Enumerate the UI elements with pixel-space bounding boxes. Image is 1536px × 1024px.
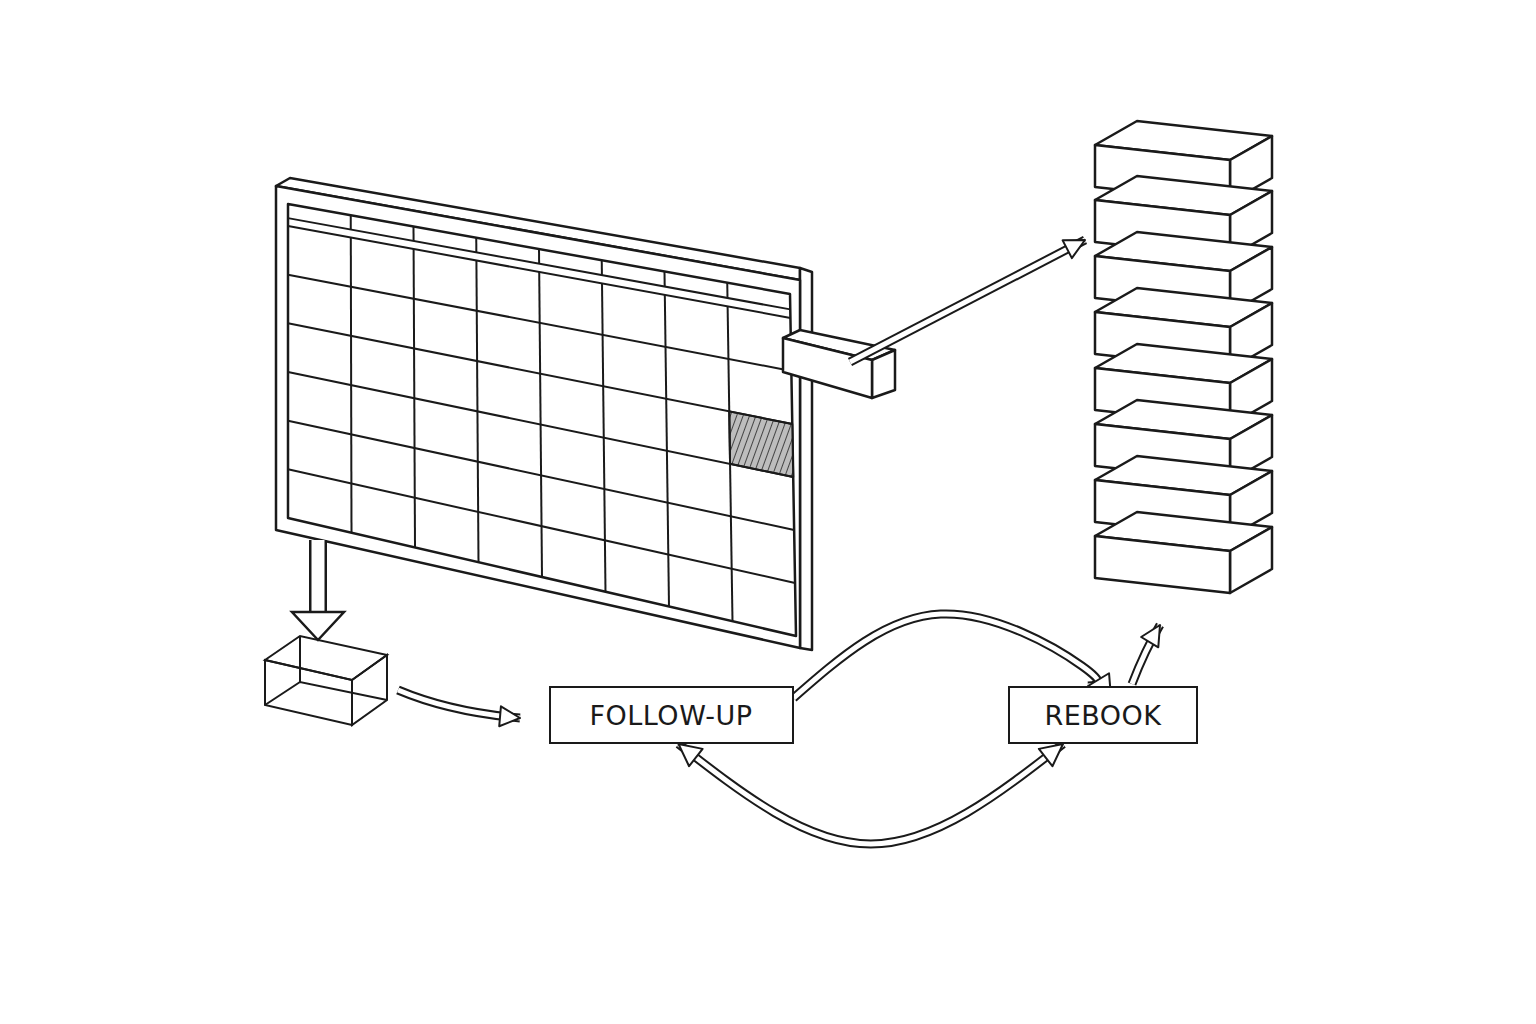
calendar-grid <box>288 215 795 621</box>
arrow-outline <box>679 744 1064 844</box>
arrow-body <box>312 540 325 612</box>
brick-front <box>1095 536 1230 593</box>
header-divider <box>601 260 603 275</box>
arrow-outline <box>1132 625 1160 684</box>
process-box: FOLLOW-UP <box>549 686 794 744</box>
box-back-lines <box>265 682 387 705</box>
arrow-outline <box>309 540 327 612</box>
flow-arrow <box>679 744 1064 844</box>
calendar-frame <box>276 186 800 648</box>
rebook-to-stack-arrow <box>1132 625 1160 684</box>
brick-stack <box>1095 121 1272 593</box>
header-divider <box>350 215 352 229</box>
calendar-board <box>276 178 812 650</box>
grid-column-line <box>728 306 733 621</box>
box-back-edge <box>299 636 301 682</box>
box-front <box>265 660 352 725</box>
header-divider <box>538 249 540 264</box>
arrow-body <box>1132 625 1160 684</box>
header-divider <box>413 227 415 241</box>
grid-column-line <box>414 249 415 548</box>
arrow-body <box>850 240 1085 362</box>
grid-column-line <box>476 260 478 562</box>
header-divider <box>726 283 728 298</box>
brick <box>1095 512 1272 593</box>
box-to-followup-arrow <box>398 690 520 718</box>
arrow-outline <box>850 240 1085 362</box>
grid-column-line <box>350 237 353 532</box>
extracted-block <box>783 330 895 398</box>
arrow-head <box>292 612 344 640</box>
arrow-outline <box>398 690 520 718</box>
header-divider <box>475 238 477 253</box>
grid-column-line <box>665 295 669 607</box>
transparent-box <box>265 636 387 725</box>
header-divider <box>664 272 666 287</box>
calendar-panel <box>288 204 796 636</box>
box-label: FOLLOW-UP <box>589 700 752 731</box>
down-arrow <box>292 540 344 640</box>
block-to-stack-arrow <box>850 240 1085 362</box>
block-side <box>872 350 895 398</box>
brick-side <box>1230 527 1272 593</box>
block-front <box>783 338 872 398</box>
arrow-body <box>679 744 1064 844</box>
box-side <box>352 655 387 725</box>
grid-column-line <box>602 283 605 591</box>
calendar-side-edge <box>800 268 812 650</box>
grid-column-line <box>539 272 542 577</box>
box-label: REBOOK <box>1044 700 1161 731</box>
process-box: REBOOK <box>1008 686 1198 744</box>
arrow-body <box>398 690 520 718</box>
